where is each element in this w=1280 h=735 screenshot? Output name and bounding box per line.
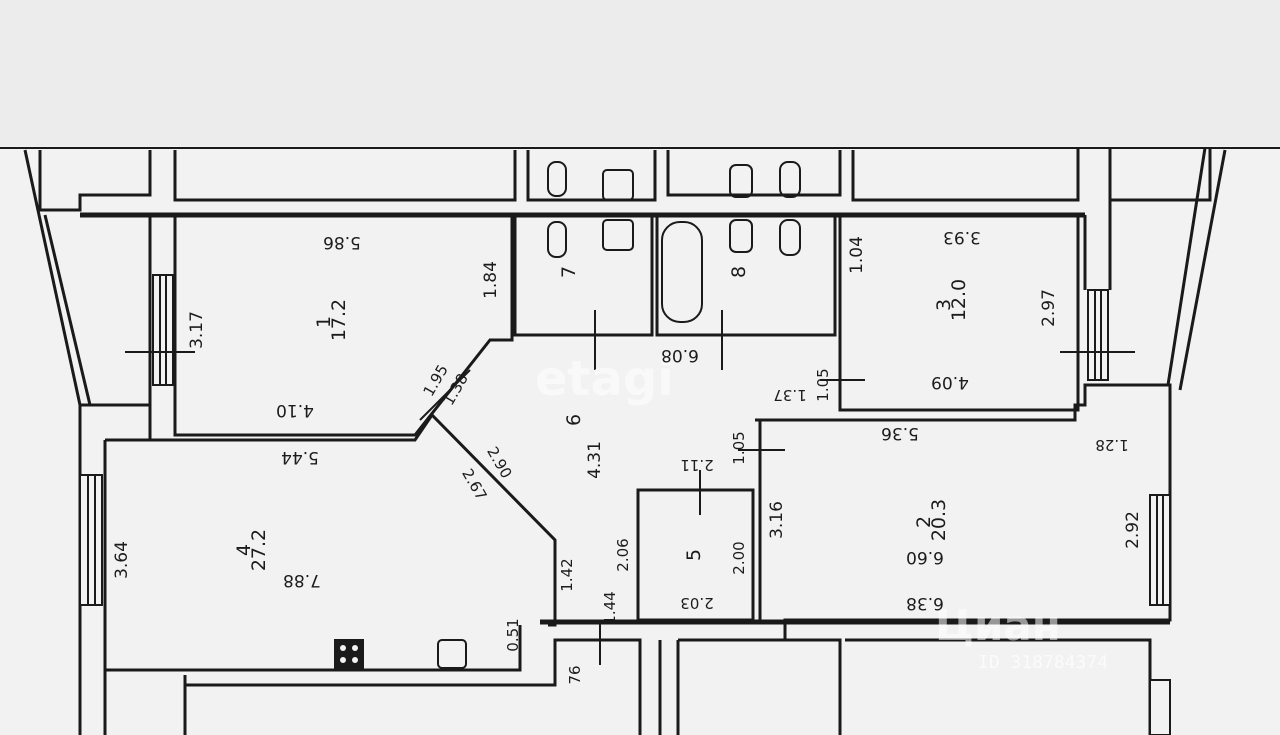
room-4-number: 4 (233, 544, 255, 556)
fixtures (334, 161, 801, 669)
dim-r5-left: 2.06 (614, 538, 632, 571)
dim-hall-a: 1.37 (773, 386, 806, 404)
room-3-area: 12.0 (948, 279, 970, 321)
dim-r3-right: 2.97 (1039, 289, 1059, 327)
cian-watermark: Циан (935, 601, 1061, 650)
dim-r4-diag-a: 2.90 (483, 444, 515, 482)
room-1-label: 17.2 (328, 299, 350, 341)
dim-r3-top: 3.93 (943, 227, 981, 247)
dim-r5-top: 2.11 (680, 456, 713, 474)
dim-r4-bottom-c: 76 (566, 665, 584, 684)
dim-r3-left: 1.04 (847, 236, 867, 274)
dim-r1-bottom: 4.10 (276, 400, 314, 420)
room-8-number: 8 (728, 266, 750, 278)
dim-r5-bottom: 2.03 (680, 594, 713, 612)
room-4-area: 27.2 (248, 529, 270, 571)
dim-r2-top: 5.36 (881, 423, 919, 443)
dim-hall-b: 1.05 (814, 368, 832, 401)
dim-r1-right: 1.84 (481, 261, 501, 299)
dim-r3-bottom: 4.09 (931, 372, 969, 392)
listing-id-text: ID 318784374 (978, 652, 1108, 673)
dim-r5-right: 2.00 (730, 541, 748, 574)
dim-r1-top: 5.86 (323, 232, 361, 252)
dim-r2-mid: 6.60 (906, 547, 944, 567)
dim-r4-mid: 7.88 (283, 570, 321, 590)
dim-hall-side: 4.31 (585, 441, 605, 479)
dim-r4-left: 3.64 (112, 541, 132, 579)
etagi-watermark: etagi (535, 351, 674, 407)
paper-top-band (0, 0, 1280, 146)
dim-r2-bottom: 6.38 (906, 593, 944, 613)
room-6-number: 6 (563, 414, 585, 426)
room-labels: 17.2 1 12.0 3 20.3 2 27.2 4 5 6 7 8 (233, 266, 970, 571)
walls (0, 147, 1280, 735)
room-7-number: 7 (558, 266, 580, 278)
dim-hall-top: 6.08 (661, 345, 699, 365)
dim-r4-small-b: 0.51 (504, 618, 522, 651)
dim-r2-right: 2.92 (1123, 511, 1143, 549)
dim-balcony-right: 1.28 (1095, 436, 1128, 454)
dim-r4-top: 5.44 (281, 447, 319, 467)
room-3-number: 3 (933, 299, 955, 311)
door-marks (419, 310, 865, 665)
room-5-number: 5 (683, 549, 705, 561)
dim-r1-left: 3.17 (187, 311, 207, 349)
dim-hall-c: 1.05 (730, 431, 748, 464)
room-2-area: 20.3 (928, 499, 950, 541)
dim-r2-left: 3.16 (767, 501, 787, 539)
room-2-number: 2 (913, 516, 935, 528)
dim-r4-small-a: 1.42 (558, 558, 576, 591)
windows (79, 274, 1171, 735)
dim-r4-small-c: 1.44 (601, 591, 619, 624)
room-1-number: 1 (313, 316, 335, 328)
